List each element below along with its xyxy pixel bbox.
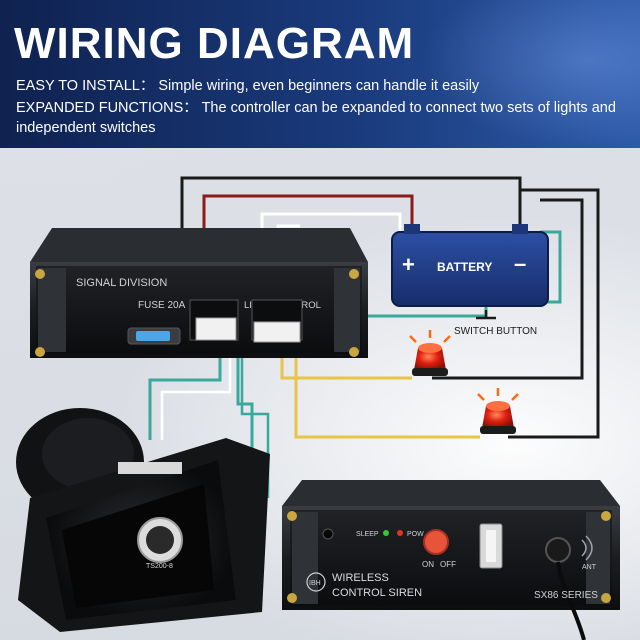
power-button <box>423 529 449 555</box>
sleep-led <box>383 530 389 536</box>
off-label: OFF <box>440 560 456 569</box>
amplifier-box: SIGNAL DIVISION FUSE 20A LIGHT CONTROL <box>30 228 368 358</box>
fuse-icon <box>136 331 170 341</box>
wire-yellow-2 <box>294 332 480 439</box>
brand-mark: IBH <box>309 580 321 587</box>
pow-led <box>397 530 403 536</box>
speaker-model: TS200-8 <box>146 563 173 570</box>
wire-black-outer <box>180 176 522 262</box>
switch-button: SWITCH BUTTON <box>454 310 537 337</box>
beacon-light-1 <box>409 330 451 376</box>
fuse-label: FUSE 20A <box>138 300 186 311</box>
wifi-icon <box>581 535 593 561</box>
speaker-plate <box>118 462 182 474</box>
page-title: WIRING DIAGRAM <box>14 19 415 68</box>
battery-label: BATTERY <box>437 260 492 274</box>
battery-plus: + <box>402 252 415 277</box>
banner-light-streak <box>420 0 640 148</box>
power-plug <box>195 317 237 341</box>
easy-install-text: EASY TO INSTALL： Simple wiring, even beg… <box>16 78 480 94</box>
wire-black-right-inner <box>432 198 584 380</box>
wire-black-right <box>508 188 600 439</box>
mic-jack <box>322 528 334 540</box>
battery: + BATTERY – <box>391 224 549 307</box>
battery-terminal-positive <box>404 224 420 234</box>
expanded-functions-text: EXPANDED FUNCTIONS： The controller can b… <box>16 100 616 136</box>
antenna-port <box>545 537 571 563</box>
siren-speaker: TS200-8 <box>16 408 270 632</box>
controller-series: SX86 SERIES <box>534 590 598 601</box>
controller-name-line2: CONTROL SIREN <box>332 587 422 599</box>
beacon-light-2 <box>477 388 519 434</box>
on-label: ON <box>422 560 434 569</box>
pow-label: POW <box>407 531 424 538</box>
light-control-plug <box>253 321 301 343</box>
brand-logo <box>306 572 326 592</box>
controller-screws <box>287 511 611 603</box>
controller-name-line1: WIRELESS <box>332 572 389 584</box>
battery-terminal-negative <box>512 224 528 234</box>
wireless-controller: SLEEP POW ON OFF ANT IBH WIRELESS CONTRO… <box>282 480 620 640</box>
header-banner: WIRING DIAGRAM EASY TO INSTALL： Simple w… <box>0 0 640 148</box>
antenna-cable <box>556 561 586 640</box>
sleep-label: SLEEP <box>356 531 379 538</box>
ant-label: ANT <box>582 564 597 571</box>
amplifier-screws <box>35 269 359 357</box>
amplifier-label: SIGNAL DIVISION <box>76 277 167 289</box>
switch-label: SWITCH BUTTON <box>454 326 537 337</box>
battery-minus: – <box>514 251 526 276</box>
wire-teal-speaker-2 <box>160 336 232 440</box>
